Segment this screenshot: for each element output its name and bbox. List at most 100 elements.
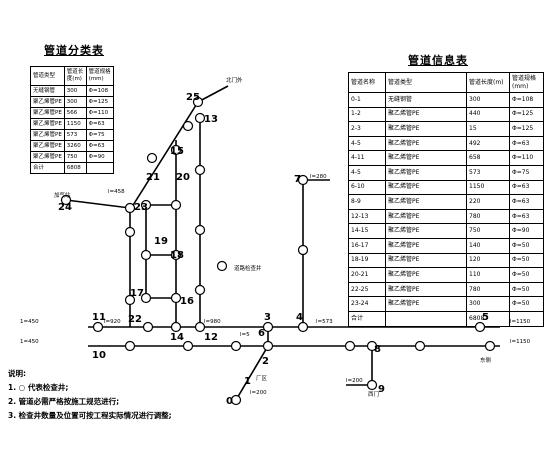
pipe-label: l=458 xyxy=(108,189,125,195)
table-cell: Φ=50 xyxy=(509,267,544,283)
node-label: 22 xyxy=(128,314,142,325)
inspection-well-icon xyxy=(484,340,496,352)
node-label: 25 xyxy=(186,92,200,103)
node-label: 11 xyxy=(92,312,106,323)
node-label: 14 xyxy=(170,332,184,343)
classification-table-title: 管道分类表 xyxy=(44,44,104,57)
legend-inspection-well-label: 道路检查井 xyxy=(234,264,262,272)
inspection-well-icon xyxy=(230,340,242,352)
table-cell xyxy=(85,162,115,174)
node-label: 5 xyxy=(482,312,489,323)
inspection-well-icon xyxy=(142,321,154,333)
node-label: 6 xyxy=(258,328,265,339)
inspection-well-icon xyxy=(414,340,426,352)
inspection-well-icon xyxy=(194,224,206,236)
note-item: 3. 检查井数量及位置可按工程实际情况进行调整; xyxy=(8,411,172,420)
total-value: 6808 xyxy=(466,310,510,327)
inspection-well-icon xyxy=(124,202,136,214)
inspection-well-icon xyxy=(146,152,158,164)
inspection-well-icon xyxy=(262,321,274,333)
place-label: 东侧 xyxy=(480,356,492,364)
inspection-well-icon xyxy=(170,249,182,261)
inspection-well-icon xyxy=(474,321,486,333)
total-value: 6808 xyxy=(63,162,87,174)
inspection-well-icon xyxy=(297,174,309,186)
pipe-label: 1=450 xyxy=(20,339,39,345)
pipe-label: l=200 xyxy=(346,378,363,384)
inspection-well-icon xyxy=(170,321,182,333)
info-table-header: 管道名称 管道类型 管道长度(m) 管道规格(mm) xyxy=(348,72,544,93)
inspection-wells xyxy=(60,96,496,406)
inspection-well-icon xyxy=(344,340,356,352)
node-label: 16 xyxy=(180,296,194,307)
inspection-well-icon xyxy=(297,244,309,256)
node-label: 24 xyxy=(58,202,72,213)
classification-table-header: 管道类型 管道长度(m) 管道规格(mm) xyxy=(30,66,115,86)
node-label: 20 xyxy=(176,172,190,183)
pipe-25-ext xyxy=(197,85,229,103)
pipe-label: l=1150 xyxy=(510,339,531,345)
node-label: 17 xyxy=(130,288,144,299)
note-item: 1. ○ 代表检查井; xyxy=(8,383,69,392)
header-cell: 管道名称 xyxy=(348,72,386,93)
header-cell: 管道规格(mm) xyxy=(509,72,544,93)
node-label: 21 xyxy=(146,172,160,183)
pipe-22-25 xyxy=(129,101,199,211)
inspection-well-icon xyxy=(297,321,309,333)
place-label: 加气站 xyxy=(54,191,71,199)
note-item: 2. 管道必需严格按施工规范进行; xyxy=(8,397,120,406)
inspection-well-icon xyxy=(140,199,152,211)
node-label: 1 xyxy=(244,376,251,387)
header-cell: 管道长度(m) xyxy=(466,72,510,93)
inspection-well-icon xyxy=(194,164,206,176)
pipe-23-24 xyxy=(65,199,131,209)
header-cell: 管道规格(mm) xyxy=(85,66,115,86)
node-label: 3 xyxy=(264,312,271,323)
node-label: 9 xyxy=(378,384,385,395)
inspection-well-icon xyxy=(194,321,206,333)
inspection-well-icon xyxy=(194,284,206,296)
pipe-0-1 xyxy=(235,345,269,401)
pipe-label: 1=450 xyxy=(20,319,39,325)
inspection-well-icon xyxy=(182,340,194,352)
inspection-well-icon xyxy=(140,249,152,261)
table-cell xyxy=(509,310,544,327)
inspection-well-icon xyxy=(192,96,204,108)
node-label: 13 xyxy=(204,114,218,125)
inspection-well-icon xyxy=(194,112,206,124)
inspection-well-icon xyxy=(124,226,136,238)
node-label: 0 xyxy=(226,396,233,407)
node-label: 10 xyxy=(92,350,106,361)
notes: 说明: 1. ○ 代表检查井; 2. 管道必需严格按施工规范进行; 3. 检查井… xyxy=(8,367,172,423)
pipe-label: l=980 xyxy=(204,319,221,325)
inspection-well-icon xyxy=(124,340,136,352)
place-labels: 加气站 北门外 东侧 厂区 西门 道路检查井 xyxy=(54,76,492,398)
inspection-well-icon xyxy=(170,292,182,304)
node-label: 4 xyxy=(296,312,303,323)
node-label: 12 xyxy=(204,332,218,343)
node-label: 7 xyxy=(294,174,301,185)
pipe-label: l=200 xyxy=(250,390,267,396)
place-label: 厂区 xyxy=(256,375,268,382)
